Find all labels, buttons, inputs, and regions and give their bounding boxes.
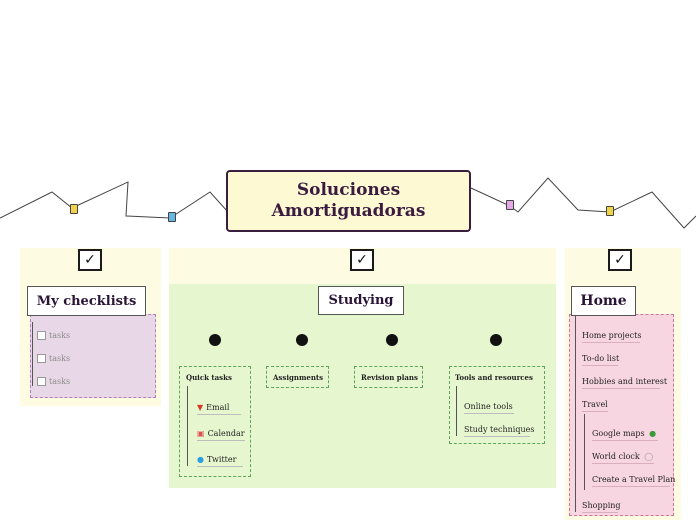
tools-branch-line [456,386,457,436]
travel-item-google-maps[interactable]: Google maps ● [592,429,658,441]
assignments-box [266,366,329,388]
note-tag-icon [506,200,514,210]
note-tag-icon [70,204,78,214]
home-check-icon[interactable]: ✓ [608,249,632,271]
checklist-task[interactable]: tasks [37,354,70,363]
branch-node-icon [386,334,398,346]
clock-icon: ◯ [644,452,654,461]
central-topic-line2: Amortiguadoras [271,201,426,221]
email-icon: ▼ [197,403,204,412]
quick-tasks-title[interactable]: Quick tasks [186,373,232,382]
home-item-travel[interactable]: Travel [582,400,608,412]
tools-title[interactable]: Tools and resources [455,373,533,382]
checklists-group [30,314,156,398]
home-item-todo[interactable]: To-do list [582,354,619,366]
quick-task-twitter[interactable]: ●Twitter [197,455,243,467]
checkbox-icon[interactable] [37,331,46,340]
quick-tasks-box [179,366,251,477]
travel-item-world-clock[interactable]: World clock ◯ [592,452,654,464]
travel-branch-line [584,414,585,490]
home-item-hobbies[interactable]: Hobbies and interest [582,377,667,389]
branch-node-icon [490,334,502,346]
home-item-shopping[interactable]: Shopping [582,501,621,513]
quick-task-email[interactable]: ▼Email [197,403,241,415]
revision-box [354,366,423,388]
branch-node-icon [296,334,308,346]
tool-online-tools[interactable]: Online tools [464,402,514,414]
map-pin-icon: ● [649,429,657,438]
central-topic[interactable]: Soluciones Amortiguadoras [226,170,471,232]
home-title[interactable]: Home [571,286,636,316]
checklist-task[interactable]: tasks [37,331,70,340]
twitter-icon: ● [197,455,204,464]
central-topic-line1: Soluciones [296,180,401,200]
quick-tasks-branch-line [187,386,188,466]
travel-item-create-plan[interactable]: Create a Travel Plan [592,475,675,487]
checklists-check-icon[interactable]: ✓ [78,249,102,271]
assignments-title[interactable]: Assignments [273,373,324,382]
studying-check-icon[interactable]: ✓ [350,249,374,271]
checkbox-icon[interactable] [37,354,46,363]
revision-title[interactable]: Revision plans [361,373,418,382]
checklist-task[interactable]: tasks [37,377,70,386]
quick-task-calendar[interactable]: ▣Calendar [197,429,245,441]
note-tag-icon [168,212,176,222]
studying-title[interactable]: Studying [318,286,404,315]
tool-study-techniques[interactable]: Study techniques [464,425,534,437]
checklists-title[interactable]: My checklists [27,286,146,316]
home-group [569,314,674,516]
home-item-projects[interactable]: Home projects [582,331,641,343]
home-branch-line [575,316,576,512]
tools-box [449,366,545,444]
calendar-icon: ▣ [197,429,205,438]
checkbox-icon[interactable] [37,377,46,386]
checklists-branch-line [32,322,33,386]
branch-node-icon [209,334,221,346]
note-tag-icon [606,206,614,216]
